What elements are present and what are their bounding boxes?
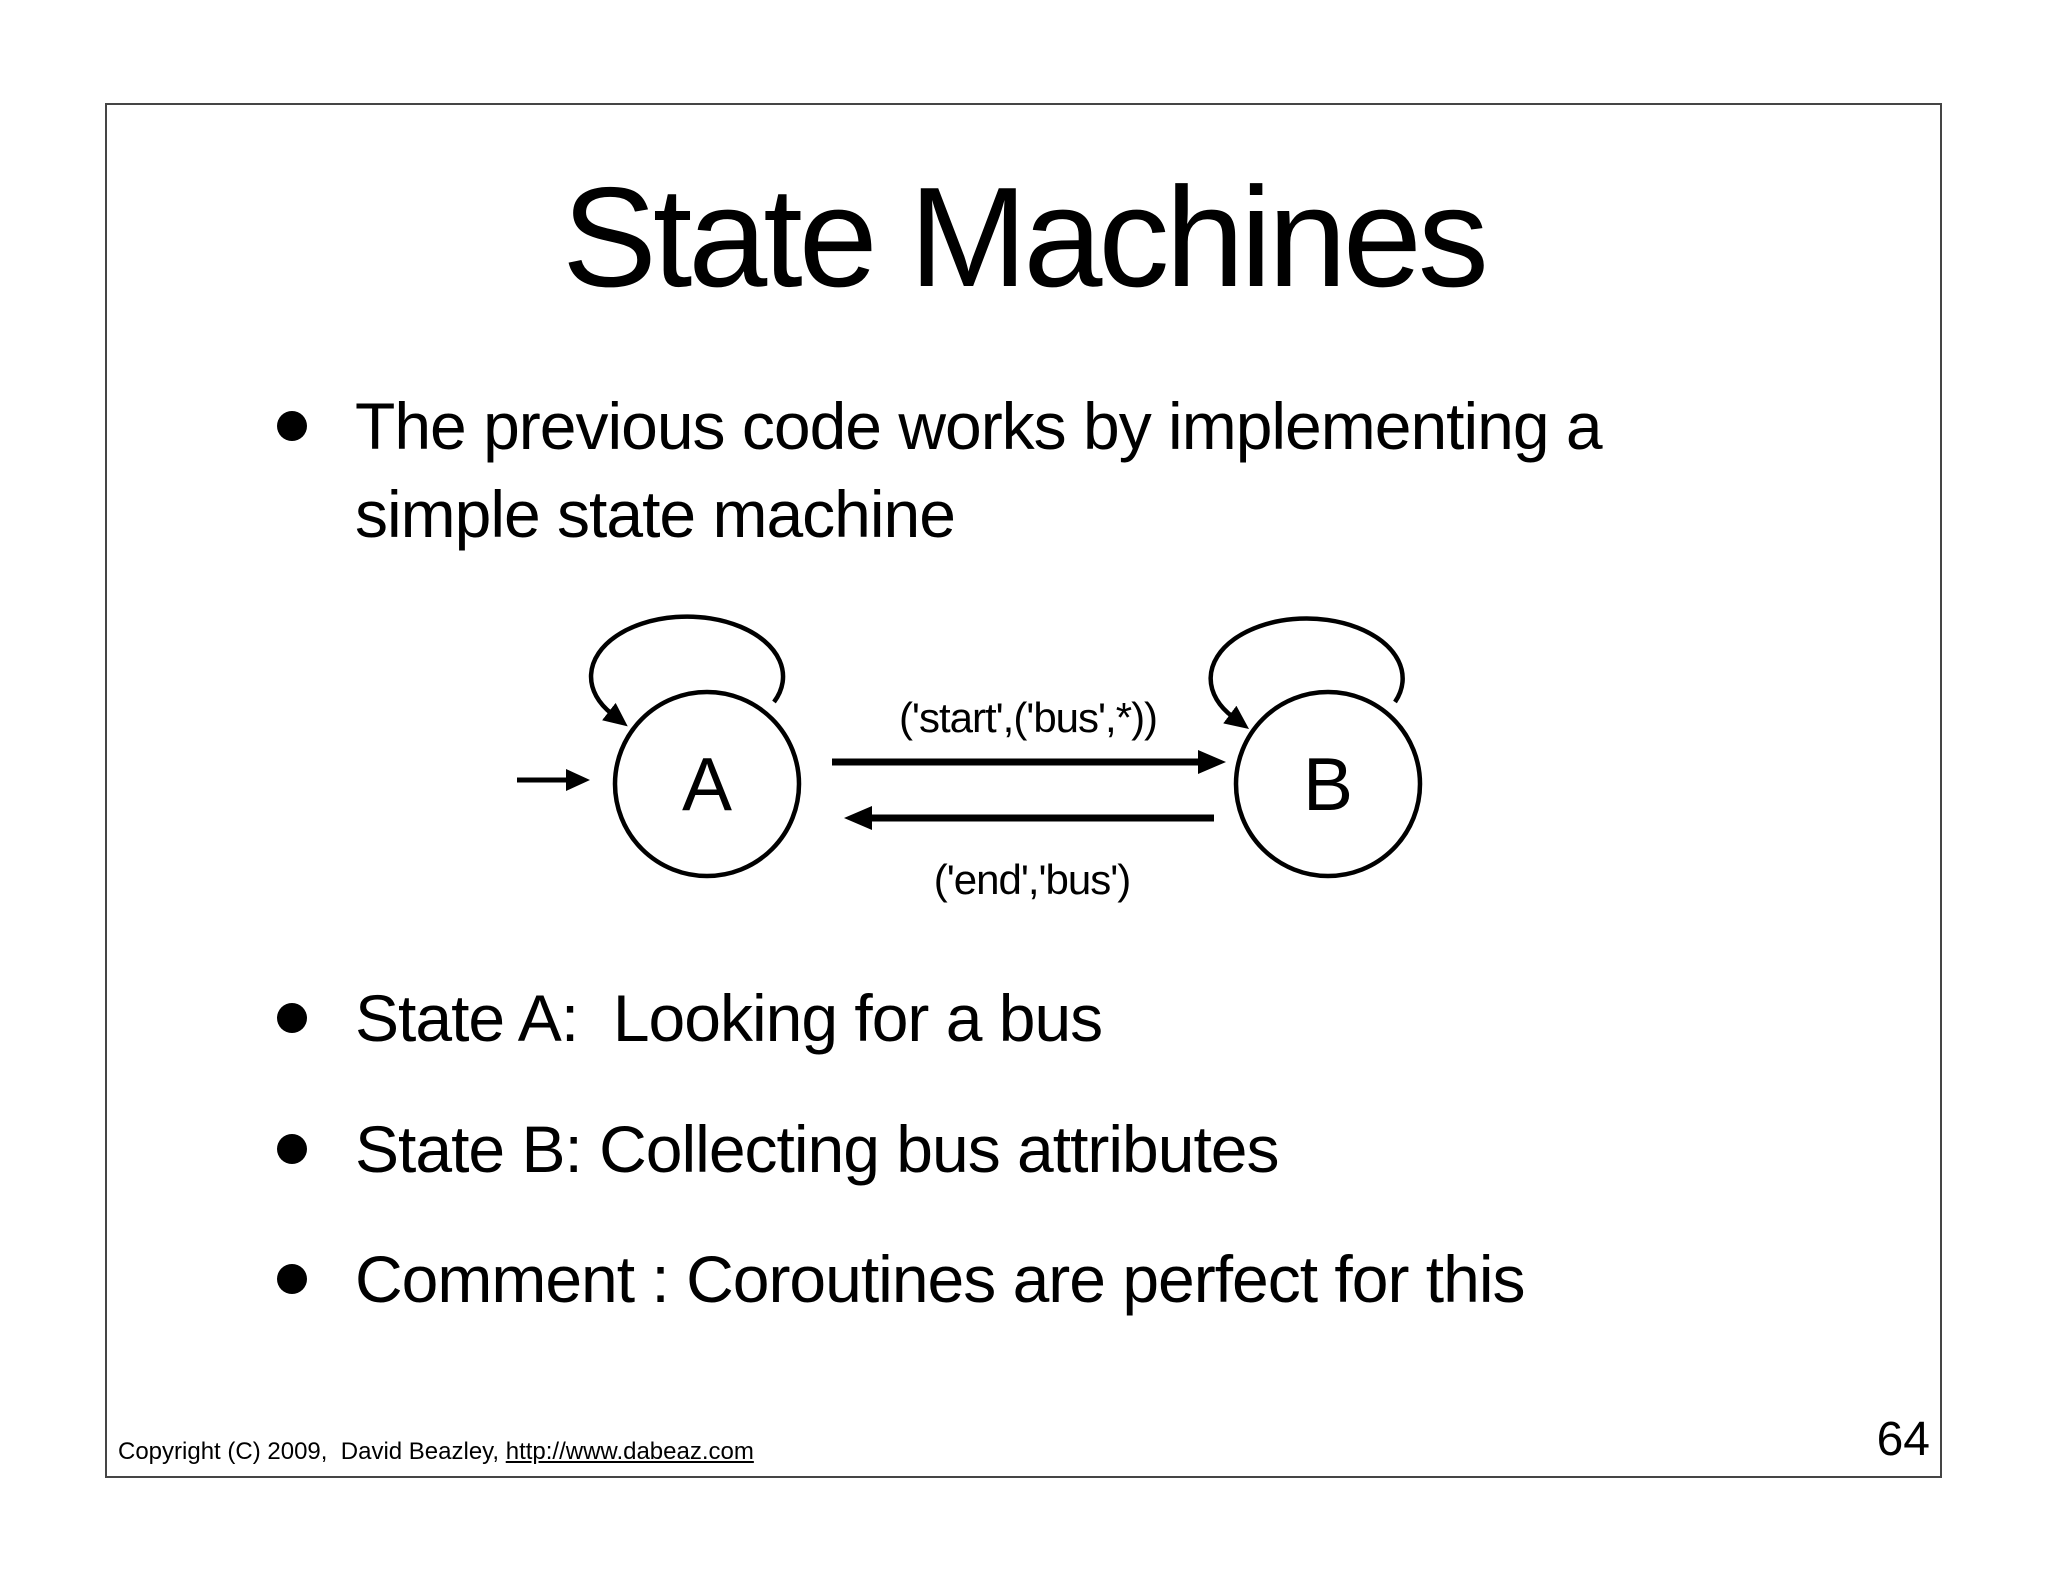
bullet-text: The previous code works by implementing …	[355, 389, 1603, 551]
bullet-dot	[277, 1003, 307, 1033]
state-a-label: A	[682, 742, 732, 826]
copyright-text: Copyright (C) 2009, David Beazley,	[118, 1438, 506, 1465]
bullet-item-state-a: State A: Looking for a bus	[277, 974, 1103, 1062]
state-b-circle	[1233, 689, 1423, 879]
footer: Copyright (C) 2009, David Beazley, http:…	[118, 1438, 754, 1466]
bullet-dot	[277, 411, 307, 441]
page-number: 64	[1876, 1413, 1930, 1466]
bullet-item-intro: The previous code works by implementing …	[277, 382, 1603, 558]
state-b-label: B	[1303, 742, 1353, 826]
bullet-item-state-b: State B: Collecting bus attributes	[277, 1105, 1280, 1193]
bullet-text: State B: Collecting bus attributes	[355, 1112, 1280, 1186]
self-loop-a	[588, 614, 786, 727]
slide: State Machines The previous code works b…	[105, 103, 1942, 1478]
bullet-text: Comment : Coroutines are perfect for thi…	[355, 1242, 1525, 1316]
self-loop-b	[1208, 616, 1405, 730]
transition-label-start: ('start',('bus',*))	[899, 694, 1157, 741]
bullet-dot	[277, 1134, 307, 1164]
state-machine-diagram: A B ('start',('bus',*)) ('end','bus')	[517, 614, 1423, 903]
footer-link[interactable]: http://www.dabeaz.com	[505, 1438, 754, 1465]
bullet-dot	[277, 1264, 307, 1294]
state-a-circle	[612, 689, 802, 879]
slide-title: State Machines	[562, 158, 1489, 317]
bullet-item-comment: Comment : Coroutines are perfect for thi…	[277, 1235, 1525, 1323]
bullet-text: State A: Looking for a bus	[355, 981, 1103, 1055]
transition-label-end: ('end','bus')	[934, 856, 1131, 903]
